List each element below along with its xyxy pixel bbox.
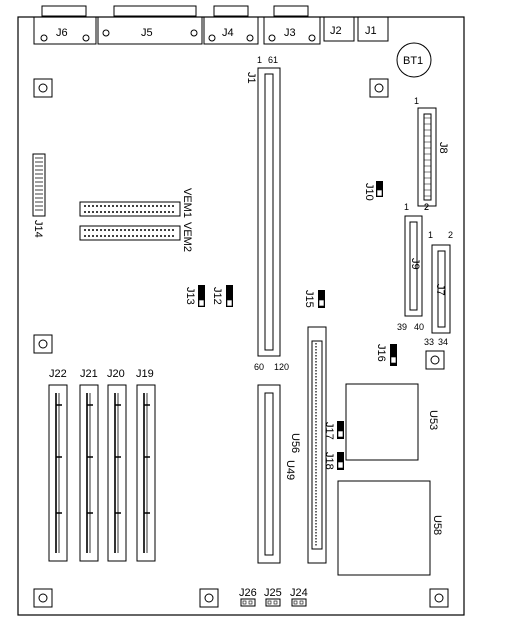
connector-j2: J2 <box>323 16 355 42</box>
j9-pin-39: 39 <box>397 322 407 332</box>
j19-label: J19 <box>136 368 154 380</box>
bt1-label: BT1 <box>403 55 423 67</box>
jumper-j13: J13 <box>184 285 205 307</box>
connector-j4: J4 <box>203 5 259 45</box>
j1-slot-pin-1: 1 <box>257 55 262 65</box>
u56-label: U56 <box>289 433 301 453</box>
connector-j6: J6 <box>33 5 97 45</box>
j9-pin-2: 2 <box>424 202 429 212</box>
jumper-j18: J18 <box>323 452 344 470</box>
jumper-j24: J24 <box>290 587 308 607</box>
simm-slot-j20: J20 <box>107 368 127 562</box>
j25-label: J25 <box>264 587 282 599</box>
connector-j7: 1 2 33 34 J7 <box>424 230 453 347</box>
connector-j14: J14 <box>32 153 46 238</box>
mounting-hole <box>33 588 53 608</box>
j8-pin-1: 1 <box>414 96 419 106</box>
vem2-label: VEM2 <box>181 222 193 252</box>
mounting-hole <box>429 588 449 608</box>
u53-label: U53 <box>427 410 439 430</box>
j1-label: J1 <box>365 25 377 37</box>
connector-j5: J5 <box>97 5 203 45</box>
j4-label: J4 <box>222 27 234 39</box>
chip-u49: U49 <box>257 384 296 564</box>
header-vem2: VEM2 <box>79 222 193 252</box>
j1-slot-pin-60: 60 <box>254 362 264 372</box>
u58-label: U58 <box>431 515 443 535</box>
j20-label: J20 <box>107 368 125 380</box>
j9-pin-1: 1 <box>404 202 409 212</box>
jumper-j26: J26 <box>239 587 257 607</box>
jumper-j15: J15 <box>303 290 325 308</box>
header-vem1: VEM1 <box>79 188 193 218</box>
jumper-j16: J16 <box>375 344 397 366</box>
slot-j1: 1 61 60 120 J1 <box>245 55 289 372</box>
j1-slot-pin-61: 61 <box>268 55 278 65</box>
mounting-hole <box>199 588 219 608</box>
j9-label: J9 <box>409 258 421 270</box>
jumper-j25: J25 <box>264 587 282 607</box>
j7-pin-34: 34 <box>438 337 448 347</box>
jumper-j17: J17 <box>323 421 344 440</box>
j16-label: J16 <box>375 344 387 362</box>
j6-label: J6 <box>56 27 68 39</box>
bottom-jumpers: J26 J25 J24 <box>239 587 308 607</box>
chip-u58: U58 <box>337 480 443 576</box>
j13-label: J13 <box>184 287 196 305</box>
connector-j1: J1 <box>357 16 389 42</box>
j24-label: J24 <box>290 587 308 599</box>
j7-pin-2: 2 <box>448 230 453 240</box>
j3-label: J3 <box>284 27 296 39</box>
j5-label: J5 <box>141 27 153 39</box>
j14-label: J14 <box>32 220 44 238</box>
jumper-j12: J12 <box>211 285 233 307</box>
j9-pin-40: 40 <box>414 322 424 332</box>
mounting-hole <box>33 78 53 98</box>
j8-pin-2: 2 <box>424 202 429 212</box>
j21-label: J21 <box>80 368 98 380</box>
vem1-label: VEM1 <box>181 188 193 218</box>
chip-u53: U53 <box>345 383 439 461</box>
mounting-hole <box>425 350 445 370</box>
j1-slot-label: J1 <box>245 72 257 84</box>
mounting-hole <box>369 78 389 98</box>
j22-label: J22 <box>49 368 67 380</box>
connector-j8: 1 2 J8 <box>414 96 449 212</box>
j26-label: J26 <box>239 587 257 599</box>
j2-label: J2 <box>330 25 342 37</box>
connector-j3: J3 <box>263 5 321 45</box>
simm-slot-j21: J21 <box>79 368 99 562</box>
jumper-j10: J10 <box>363 181 383 201</box>
board-outline <box>17 16 465 616</box>
j8-label: J8 <box>437 142 449 154</box>
simm-slot-j22: J22 <box>48 368 68 562</box>
u49-label: U49 <box>284 460 296 480</box>
simm-slot-j19: J19 <box>136 368 156 562</box>
j15-label: J15 <box>303 290 315 308</box>
j12-label: J12 <box>211 287 223 305</box>
j1-slot-pin-120: 120 <box>274 362 289 372</box>
mounting-holes <box>33 78 449 608</box>
j7-label: J7 <box>434 284 446 296</box>
chip-u56: U56 <box>289 326 327 564</box>
battery-bt1: BT1 <box>396 42 432 78</box>
j10-label: J10 <box>363 183 375 201</box>
simm-slots: J22 J21 J20 J19 <box>48 368 156 562</box>
j17-label: J17 <box>323 422 335 440</box>
j7-pin-33: 33 <box>424 337 434 347</box>
j7-pin-1: 1 <box>428 230 433 240</box>
mounting-hole <box>33 334 53 354</box>
connector-j9: 1 2 39 40 J9 <box>397 202 429 332</box>
j18-label: J18 <box>323 452 335 470</box>
